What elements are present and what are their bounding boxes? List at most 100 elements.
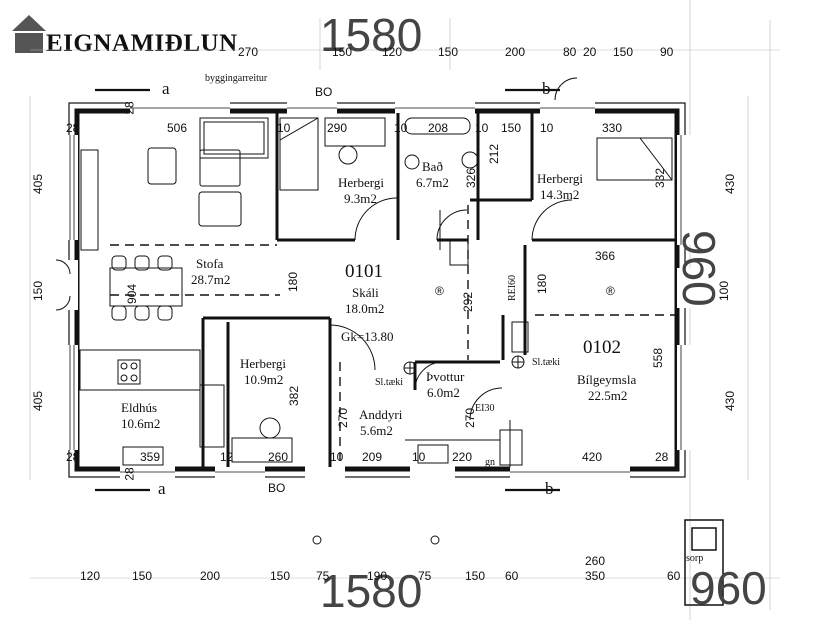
dim-top: 80 [563, 45, 577, 59]
dim-bottom: 190 [367, 569, 388, 583]
dim-inner-bottom: 10 [330, 450, 344, 464]
sl-taeki-label: Sl.tæki [532, 357, 561, 368]
room-bad-name: Bað [422, 159, 443, 174]
sorp-label: sorp [686, 553, 704, 564]
dim-left: 150 [31, 280, 46, 302]
dim-top: 270 [238, 45, 259, 59]
room-herbergi1-name: Herbergi [338, 175, 384, 190]
dim-inner-bottom: 28 [66, 450, 80, 464]
dim-inner: 904 [125, 283, 140, 305]
logo [12, 13, 252, 57]
dim-inner-top: 150 [501, 121, 522, 135]
dim-inner-bottom: 260 [268, 450, 289, 464]
room-bad-area: 6.7m2 [416, 175, 449, 190]
dim-bottom: 60 [667, 569, 681, 583]
radon-marker: ® [435, 284, 444, 298]
dim-bottom: 75 [418, 569, 432, 583]
dim-inner-top: 28 [66, 121, 80, 135]
dim-inner-bottom: 359 [140, 450, 161, 464]
bo-bottom-label: BO [268, 481, 286, 495]
dim-bottom: 350 [585, 569, 606, 583]
dim-top: 150 [613, 45, 634, 59]
gn-label: gn [485, 457, 495, 468]
dim-bottom: 150 [132, 569, 153, 583]
dim-inner-top: 10 [277, 121, 291, 135]
gk-elevation-label: Gk=13.80 [341, 329, 394, 344]
dim-inner-top: 290 [327, 121, 348, 135]
dim-inner: 28 [122, 467, 137, 481]
room-herbergi1-area: 9.3m2 [344, 191, 377, 206]
dim-bottom: 150 [465, 569, 486, 583]
section-a-top: a [162, 79, 170, 98]
dim-inner-top: 10 [394, 121, 408, 135]
room-skali-name: Skáli [352, 285, 379, 300]
section-b-top: b [542, 79, 551, 98]
room-thvottur-name: Þvottur [426, 369, 465, 384]
dim-inner-top: 330 [602, 121, 623, 135]
room-bilgeymsla-area: 22.5m2 [588, 388, 628, 403]
room-herbergi2-name: Herbergi [537, 171, 583, 186]
room-herbergi3-area: 10.9m2 [244, 372, 284, 387]
overall-width-dim-bottom: 1580 [320, 565, 423, 617]
dim-bottom: 150 [270, 569, 291, 583]
dim-inner: 382 [287, 385, 302, 407]
dim-inner: 270 [336, 407, 351, 429]
house-logo-icon [12, 15, 46, 53]
dim-inner-top: 208 [428, 121, 449, 135]
room-stofa-area: 28.7m2 [191, 272, 231, 287]
overall-width-dim: 1580 [320, 9, 423, 61]
dim-right: 430 [723, 390, 738, 412]
dim-bottom: 200 [200, 569, 221, 583]
dim-top: 150 [438, 45, 459, 59]
dim-inner: 326 [464, 167, 479, 189]
dim-inner: 292 [461, 291, 476, 313]
bo-top-label: BO [315, 85, 333, 99]
dim-inner-bottom: 209 [362, 450, 383, 464]
room-anddyri-name: Anddyri [359, 407, 403, 422]
dim-left: 405 [31, 173, 46, 195]
dim-top: 90 [660, 45, 674, 59]
dim-right: 430 [723, 173, 738, 195]
building-boundary-label: byggingarreitur [205, 73, 268, 84]
dim-inner-bottom: 10 [412, 450, 426, 464]
sl-taeki-label: Sl.tæki [375, 377, 404, 388]
dim-top: 150 [332, 45, 353, 59]
dim-top: 20 [583, 45, 597, 59]
dim-inner-top: 10 [540, 121, 554, 135]
unit-number-0102: 0102 [583, 337, 621, 358]
dim-inner-bottom: 28 [655, 450, 669, 464]
dim-bottom: 75 [316, 569, 330, 583]
dim-inner-top: 10 [475, 121, 489, 135]
unit-number-0101: 0101 [345, 261, 383, 282]
room-eldhus-area: 10.6m2 [121, 416, 161, 431]
overall-depth-dim-bottom: 960 [690, 562, 767, 614]
dim-inner: 332 [653, 167, 668, 189]
dim-inner: 180 [535, 273, 550, 295]
section-b-bottom: b [545, 479, 554, 498]
room-eldhus-name: Eldhús [121, 400, 158, 415]
dim-inner: 366 [595, 249, 616, 263]
dim-inner-top: 506 [167, 121, 188, 135]
dim-inner-bottom: 220 [452, 450, 473, 464]
fire-rating-ei30: EI30 [475, 403, 495, 414]
dim-inner-bottom: 12 [220, 450, 234, 464]
room-bilgeymsla-name: Bílgeymsla [577, 372, 637, 387]
dim-inner: 28 [122, 101, 137, 115]
room-skali-area: 18.0m2 [345, 301, 385, 316]
dim-bottom: 60 [505, 569, 519, 583]
room-herbergi3-name: Herbergi [240, 356, 286, 371]
fire-rating-rei60: REI60 [507, 274, 519, 302]
dim-right: 100 [717, 280, 732, 302]
room-stofa-name: Stofa [196, 256, 224, 271]
dim-inner: 260 [585, 554, 606, 568]
dim-top: 120 [382, 45, 403, 59]
dim-inner: 558 [651, 347, 666, 369]
dim-inner: 180 [286, 271, 301, 293]
radon-marker: ® [606, 284, 615, 298]
dim-inner: 212 [487, 143, 502, 165]
dim-bottom: 120 [80, 569, 101, 583]
dim-left: 405 [31, 390, 46, 412]
room-thvottur-area: 6.0m2 [427, 385, 460, 400]
